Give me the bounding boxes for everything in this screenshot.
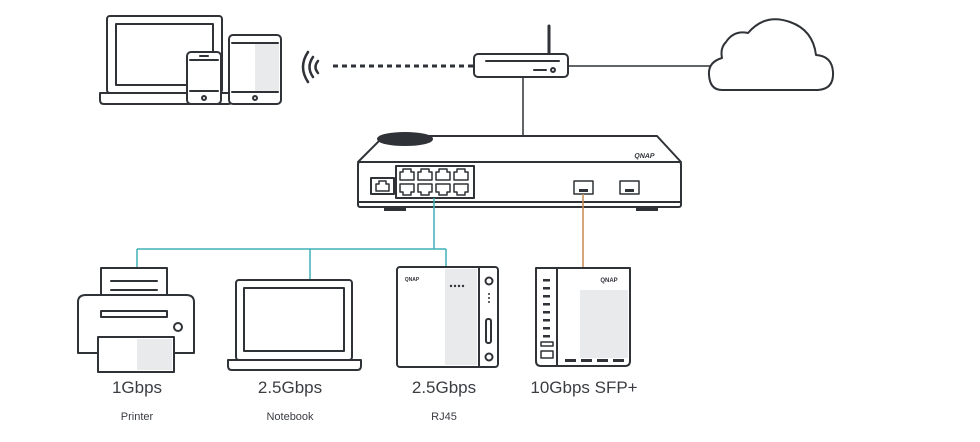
- nas-2bay-icon: QNAP: [396, 266, 499, 368]
- printer-label: Printer: [120, 411, 154, 423]
- wifi-signal-icon: [301, 50, 320, 84]
- switch-brand-logo: QNAP: [634, 153, 656, 160]
- printer-icon: [77, 267, 195, 373]
- printer-speed-label: 1Gbps: [111, 378, 163, 397]
- tablet-icon: [228, 34, 282, 105]
- notebook-label: Notebook: [266, 411, 314, 423]
- rj45-label: RJ45: [431, 411, 457, 423]
- router-icon: [473, 24, 569, 78]
- sfp-speed-label: 10Gbps SFP+: [530, 378, 638, 397]
- cloud-icon: [707, 18, 835, 91]
- smartphone-icon: [186, 51, 222, 105]
- notebook-speed-label: 2.5Gbps: [257, 378, 323, 397]
- nas-4bay-icon: QNAP: [535, 267, 631, 367]
- rj45-links: [136, 198, 447, 280]
- rj45-speed-label: 2.5Gbps: [411, 378, 477, 397]
- nas-large-brand-logo: QNAP: [600, 278, 617, 284]
- notebook-icon: [227, 279, 362, 371]
- network-switch: QNAP: [357, 132, 682, 211]
- nas-small-brand-logo: QNAP: [405, 277, 420, 283]
